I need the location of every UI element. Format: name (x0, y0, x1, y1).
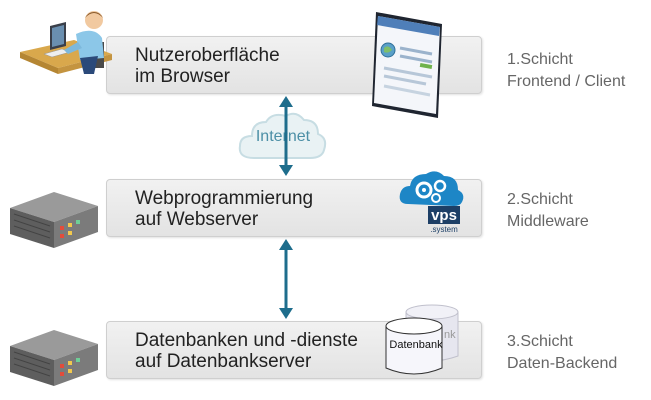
arrow-frontend-middleware (279, 96, 293, 176)
vps-logo-subtext: .system (430, 225, 458, 234)
layer-backend-text: Datenbanken und -dienste auf Datenbankse… (135, 330, 358, 372)
layer-middleware-text: Webprogrammierung auf Webserver (135, 188, 314, 230)
browser-window-icon (372, 12, 442, 118)
database-icon (385, 304, 459, 375)
layer-frontend-text: Nutzeroberfläche im Browser (135, 45, 280, 87)
database-back-label: nk (444, 329, 456, 341)
tier-label-1: 1.Schicht Frontend / Client (507, 51, 626, 90)
server-icon (10, 330, 98, 386)
internet-label: Internet (255, 128, 311, 145)
user-at-computer-icon (20, 11, 112, 74)
tier-label-2: 2.Schicht Middleware (507, 191, 589, 230)
vps-cloud-gears-icon: vps .system (399, 171, 464, 234)
database-label: Datenbank (389, 339, 443, 351)
arrow-middleware-backend (279, 239, 293, 319)
tier-label-3: 3.Schicht Daten-Backend (507, 333, 618, 372)
server-icon (10, 192, 98, 248)
vps-logo-text: vps (431, 207, 457, 224)
